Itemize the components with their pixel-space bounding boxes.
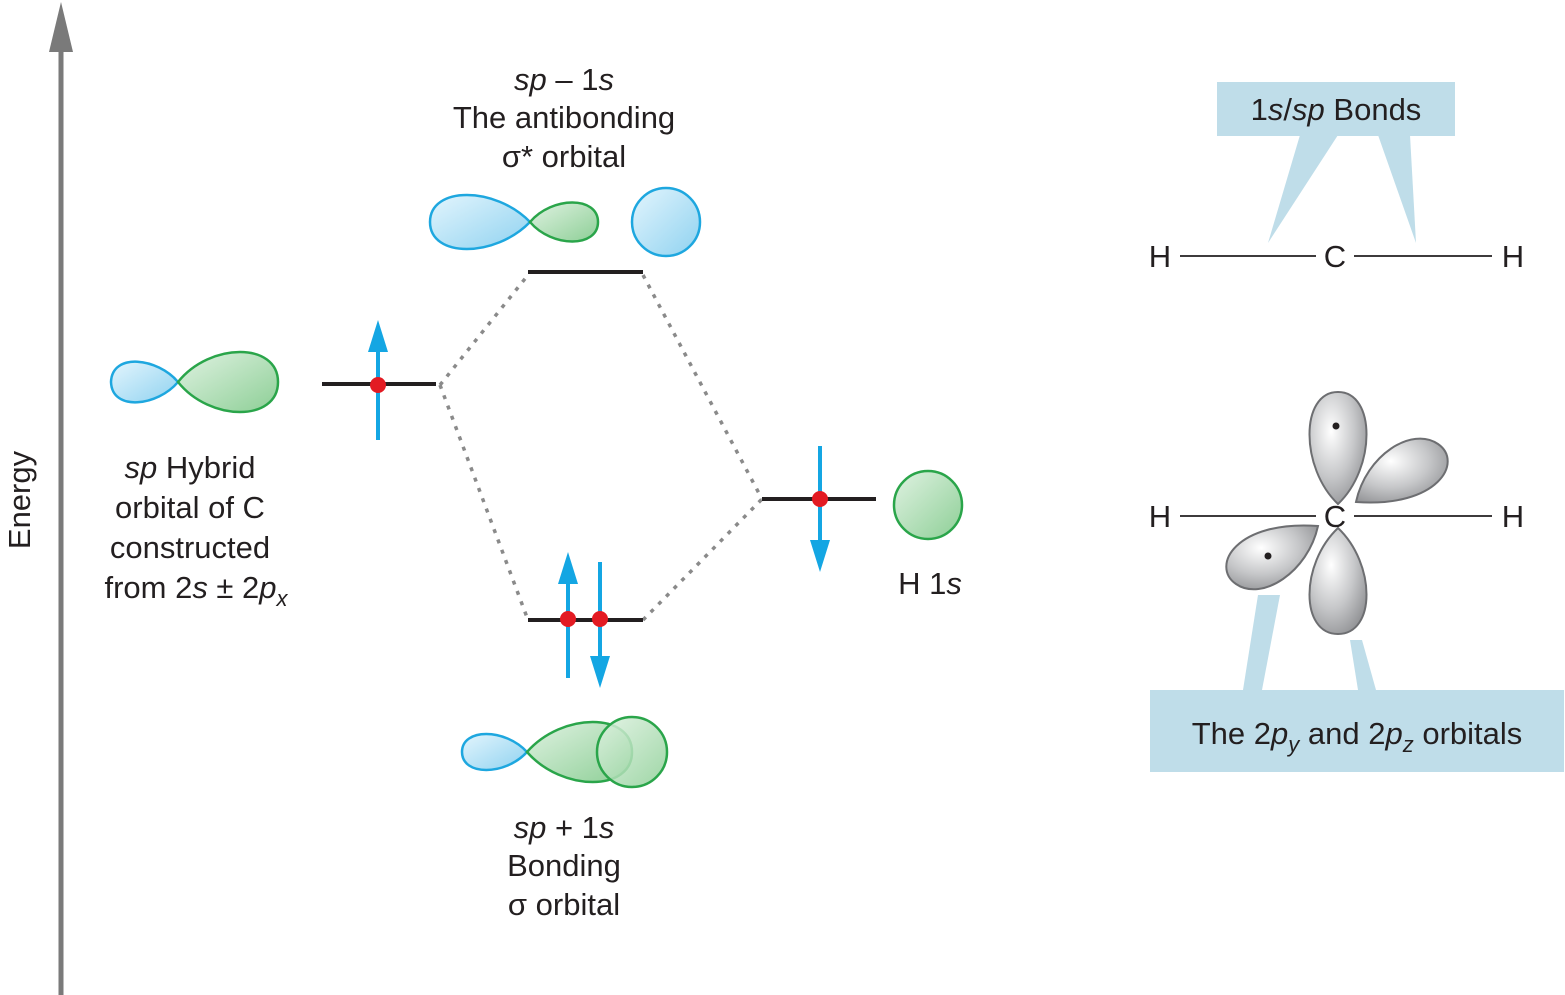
- electron-dot: [1332, 422, 1340, 430]
- p-orbital-diagram: H C H: [1149, 390, 1524, 690]
- electron-dot: [592, 611, 608, 627]
- pz-upper-lobe: [1308, 390, 1368, 506]
- axis-arrowhead-icon: [49, 2, 73, 52]
- p-orbitals-callout: The 2py and 2pz orbitals: [1150, 690, 1564, 772]
- svg-text:sp – 1s: sp – 1s: [514, 62, 614, 97]
- antibonding-label: sp – 1s The antibonding σ* orbital: [453, 62, 675, 174]
- correlation-line: [641, 497, 764, 622]
- sp-large-lobe: [176, 350, 280, 414]
- hch-bond-diagram: H C H: [1149, 239, 1524, 274]
- pz-lower-lobe: [1308, 526, 1368, 636]
- svg-text:Bonding: Bonding: [507, 848, 621, 883]
- svg-text:constructed: constructed: [110, 530, 270, 565]
- antibonding-green-lobe: [528, 201, 600, 243]
- atom-c: C: [1324, 239, 1346, 274]
- antibonding-orbital-picture: [428, 186, 702, 258]
- h1s-label: H 1s: [898, 566, 962, 601]
- svg-text:σ* orbital: σ* orbital: [502, 139, 626, 174]
- correlation-line: [641, 274, 764, 500]
- bonding-h-orbital: [595, 715, 669, 789]
- bonding-orbital-picture: [460, 715, 669, 789]
- bonds-callout-text: 1s/sp Bonds: [1251, 92, 1422, 127]
- electron-dot: [812, 491, 828, 507]
- antibonding-blue-lobe: [428, 193, 532, 251]
- svg-text:sp + 1s: sp + 1s: [514, 810, 615, 845]
- sp-electron: [368, 320, 388, 440]
- electron-dot: [560, 611, 576, 627]
- electron-dot: [1264, 552, 1272, 560]
- bonding-blue-lobe: [460, 732, 529, 772]
- p-orbitals-callout-box: [1150, 690, 1564, 772]
- spin-up-arrow-icon: [558, 552, 578, 584]
- correlation-lines: [438, 273, 764, 622]
- py-lower-lobe: [1225, 524, 1320, 591]
- svg-text:orbital of C: orbital of C: [115, 490, 265, 525]
- bonds-callout: 1s/sp Bonds: [1217, 82, 1455, 243]
- electron-dot: [370, 377, 386, 393]
- energy-axis-label: Energy: [2, 450, 37, 549]
- bonding-label: sp + 1s Bonding σ orbital: [507, 810, 621, 922]
- sp-small-lobe: [109, 360, 180, 404]
- h-1s-orbital: [892, 469, 964, 541]
- sp-hybrid-orbital: [109, 350, 280, 414]
- atom-h-right: H: [1502, 499, 1524, 534]
- atom-h-right: H: [1502, 239, 1524, 274]
- svg-text:The antibonding: The antibonding: [453, 100, 675, 135]
- sp-hybrid-label: sp Hybrid orbital of C constructed from …: [104, 450, 288, 611]
- spin-down-arrow-icon: [810, 540, 830, 572]
- p-orbitals-callout-text: The 2py and 2pz orbitals: [1192, 716, 1523, 757]
- atom-c: C: [1324, 499, 1346, 534]
- svg-text:σ orbital: σ orbital: [508, 887, 620, 922]
- correlation-line: [438, 273, 530, 387]
- spin-down-arrow-icon: [590, 656, 610, 688]
- energy-axis: Energy: [2, 2, 73, 995]
- spin-up-arrow-icon: [368, 320, 388, 352]
- svg-text:from 2s ± 2px: from 2s ± 2px: [104, 570, 288, 611]
- correlation-line: [438, 384, 530, 621]
- bonding-electrons: [558, 552, 610, 688]
- atom-h-left: H: [1149, 499, 1171, 534]
- bonds-callout-box: [1217, 82, 1455, 136]
- antibonding-h-orbital: [630, 186, 702, 258]
- atom-h-left: H: [1149, 239, 1171, 274]
- svg-text:sp Hybrid: sp Hybrid: [125, 450, 256, 485]
- h1s-electron: [810, 446, 830, 572]
- py-upper-lobe: [1354, 437, 1449, 504]
